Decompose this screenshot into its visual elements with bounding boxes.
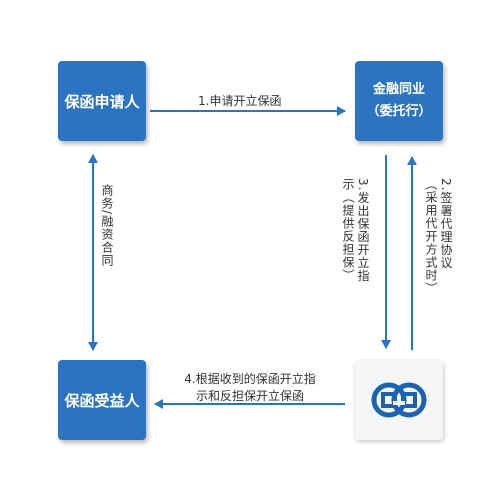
label-step3: 3.发出保函开立指 示（提供反担保） [340, 178, 370, 328]
label-business-contract: 商务/融资合同 [100, 184, 114, 268]
node-applicant-label: 保函申请人 [64, 92, 140, 111]
label-step4-line1: 4.根据收到的保函开立指 [184, 372, 316, 386]
label-step3-line1: 3.发出保函开立指 [356, 178, 370, 283]
node-bank[interactable]: 金融同业 （委托行） [355, 61, 443, 141]
node-bank-label-line2: （委托行） [366, 104, 432, 119]
node-beneficiary-label: 保函受益人 [64, 391, 140, 410]
label-step4-line2: 示和反担保开立保函 [195, 389, 304, 403]
node-applicant[interactable]: 保函申请人 [58, 61, 146, 141]
node-bank-logo[interactable] [355, 360, 443, 440]
label-step3-line2: 示（提供反担保） [341, 178, 355, 282]
bank-logo-icon [371, 382, 427, 418]
node-bank-label-line1: 金融同业 [372, 82, 425, 97]
label-step2-line1: 2.签署代理协议 [439, 178, 453, 270]
label-step4: 4.根据收到的保函开立指 示和反担保开立保函 [160, 371, 340, 405]
label-step2: 2.签署代理协议 （采用代开方式时） [423, 178, 453, 328]
label-step2-line2: （采用代开方式时） [424, 178, 438, 295]
label-step1: 1.申请开立保函 [198, 94, 282, 108]
node-beneficiary[interactable]: 保函受益人 [58, 360, 146, 440]
